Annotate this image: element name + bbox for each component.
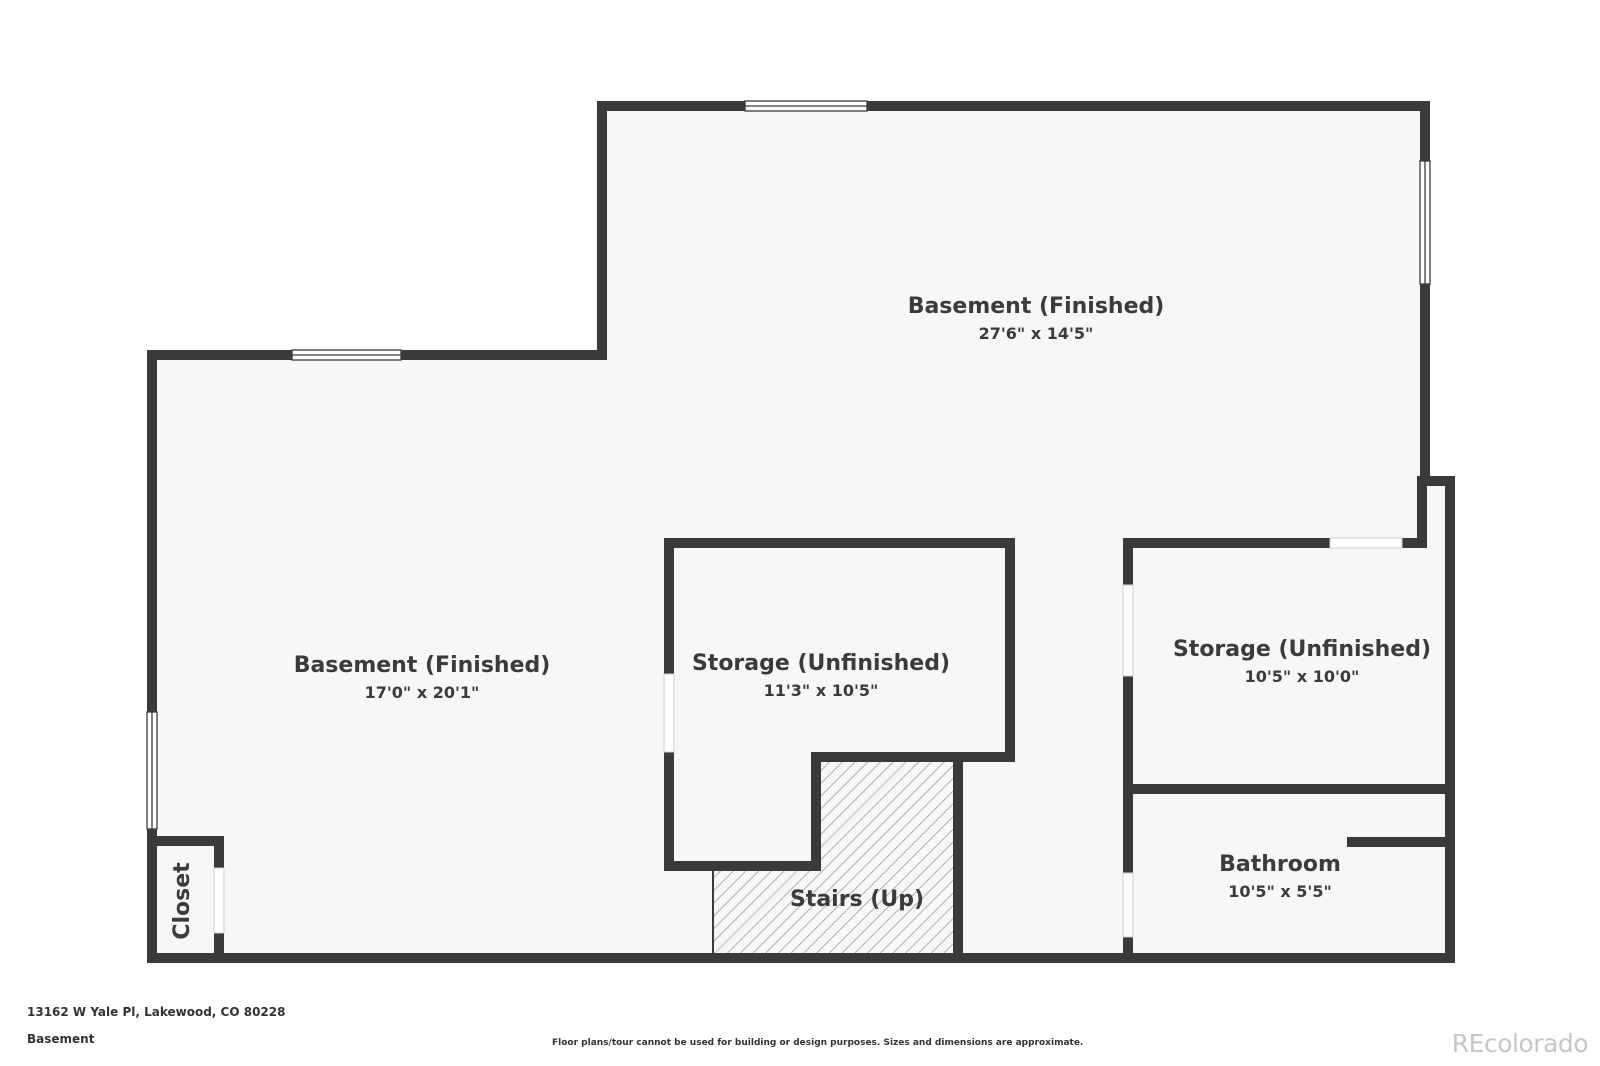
room-dims-bathroom: 10'5" x 5'5" [1228,882,1332,901]
door-opening [1329,537,1403,549]
room-dims-basement-upper: 27'6" x 14'5" [979,324,1094,343]
door-opening [1122,584,1134,677]
door-openings [213,537,1403,938]
room-dims-basement-lower: 17'0" x 20'1" [365,683,480,702]
floor-area [152,106,1450,961]
room-name-storage-center: Storage (Unfinished) [692,651,950,676]
address-text: 13162 W Yale Pl, Lakewood, CO 80228 [27,1005,286,1019]
disclaimer-text: Floor plans/tour cannot be used for buil… [552,1038,1084,1048]
room-dims-storage-right: 10'5" x 10'0" [1245,667,1360,686]
storage-center-wall [664,538,1015,871]
room-name-stairs: Stairs (Up) [790,887,924,912]
room-name-basement-upper: Basement (Finished) [908,294,1165,319]
door-opening [1122,872,1134,938]
room-name-bathroom: Bathroom [1219,852,1341,877]
door-opening [213,867,225,934]
level-label: Basement [27,1032,95,1046]
room-name-basement-lower: Basement (Finished) [294,653,551,678]
storage-right-wall [1123,476,1427,963]
room-name-closet: Closet [170,862,195,940]
door-opening [663,673,675,753]
interior-walls [147,476,1455,963]
room-name-storage-right: Storage (Unfinished) [1173,637,1431,662]
windows [146,100,1431,830]
brand-logo: REcolorado [1451,1029,1589,1058]
stairs-area [713,759,954,955]
room-dims-storage-center: 11'3" x 10'5" [764,681,879,700]
